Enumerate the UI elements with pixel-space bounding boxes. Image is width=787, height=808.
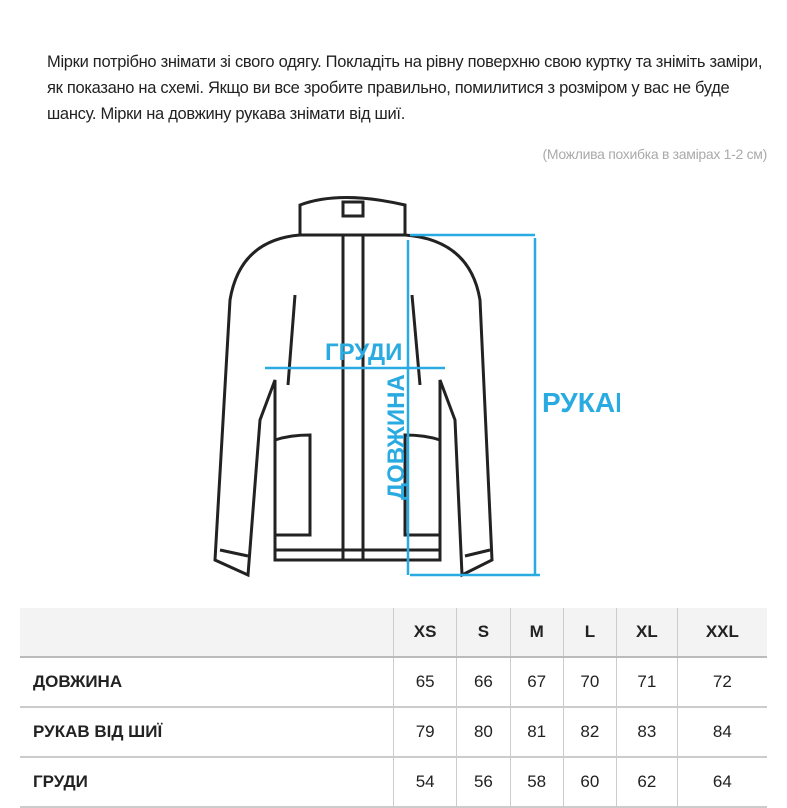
sleeve-label: РУКАВ [542,387,620,418]
chest-label: ГРУДИ [325,339,402,366]
row-label: ДОВЖИНА [20,657,394,708]
jacket-outline [213,196,494,578]
measurement-error-note: (Можлива похибка в замірах 1-2 см) [542,146,767,162]
jacket-measurement-diagram: ГРУДИ ДОВЖИНА РУКАВ [213,196,620,578]
size-value: 79 [392,707,457,758]
size-value: 84 [676,707,767,758]
size-value: 66 [456,657,511,708]
header-l: L [562,608,617,658]
size-value: 65 [392,657,457,708]
size-value: 70 [562,657,617,708]
size-value: 80 [456,707,511,758]
size-value: 72 [676,657,767,708]
header-xl: XL [616,608,678,658]
table-header-row: XS S M L XL XXL [20,608,767,658]
header-m: M [509,608,564,658]
instructions-text: Мірки потрібно знімати зі свого одягу. П… [47,52,763,123]
length-label: ДОВЖИНА [383,374,410,500]
header-xs: XS [392,608,457,658]
header-empty [20,608,394,658]
size-value: 82 [562,707,617,758]
size-value: 71 [616,657,678,708]
measurement-arrows [265,233,540,577]
header-xxl: XXL [676,608,767,658]
header-s: S [456,608,511,658]
row-label: РУКАВ ВІД ШИЇ [20,707,394,758]
size-value: 67 [509,657,564,708]
size-value: 81 [509,707,564,758]
size-value: 83 [616,707,678,758]
